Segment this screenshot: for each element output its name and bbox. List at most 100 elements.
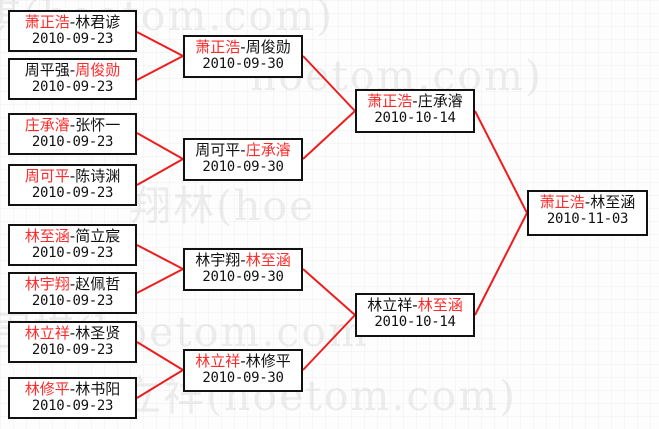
connector-r2m2-to-sf1	[302, 110, 356, 160]
match-date: 2010-09-23	[31, 79, 114, 96]
player-winner: 周可平	[24, 167, 70, 185]
player-loser: 林君谚	[75, 13, 121, 31]
separator: -	[240, 251, 246, 269]
separator: -	[240, 38, 246, 56]
match-date: 2010-09-30	[202, 269, 284, 286]
match-players: 庄承濬-张怀一	[10, 116, 135, 134]
player-loser: 张怀一	[75, 116, 121, 134]
match-players: 林立祥-林修平	[185, 352, 301, 370]
match-box-r1-m7[interactable]: 林立祥-林圣贤 2010-09-23	[8, 321, 137, 363]
match-players: 林修平-林书阳	[10, 380, 135, 398]
player-winner: 林至涵	[245, 251, 291, 269]
match-box-r2-m3[interactable]: 林宇翔-林至涵 2010-09-30	[183, 248, 303, 291]
player-winner: 萧正浩	[367, 92, 413, 110]
player-winner: 周俊勋	[75, 61, 121, 79]
match-players: 林立祥-林圣贤	[10, 324, 135, 342]
match-date: 2010-09-30	[202, 56, 284, 73]
player-loser: 林宇翔	[195, 251, 241, 269]
match-box-r1-m2[interactable]: 周平强-周俊勋 2010-09-23	[8, 58, 137, 100]
connector-r1m1-to-r2m1	[136, 31, 184, 57]
match-box-r1-m1[interactable]: 萧正浩-林君谚 2010-09-23	[8, 10, 137, 52]
player-loser: 林修平	[245, 352, 291, 370]
player-loser: 周俊勋	[245, 38, 291, 56]
player-winner: 林修平	[24, 380, 70, 398]
match-players: 林宇翔-林至涵	[185, 251, 301, 269]
match-date: 2010-09-30	[202, 159, 284, 176]
player-loser: 林至涵	[590, 193, 636, 211]
connector-sf1-to-final	[474, 110, 528, 214]
match-date: 2010-10-14	[374, 314, 456, 331]
match-date: 2010-09-23	[31, 185, 114, 202]
player-winner: 林至涵	[417, 296, 463, 314]
player-winner: 林立祥	[24, 324, 70, 342]
player-winner: 萧正浩	[539, 193, 585, 211]
match-date: 2010-09-23	[31, 134, 114, 151]
match-box-r1-m6[interactable]: 林宇翔-赵佩哲 2010-09-23	[8, 272, 137, 314]
player-loser: 林立祥	[367, 296, 413, 314]
separator: -	[412, 92, 418, 110]
player-loser: 陈诗渊	[75, 167, 121, 185]
match-date: 2010-11-03	[546, 211, 629, 228]
match-box-r1-m8[interactable]: 林修平-林书阳 2010-09-23	[8, 377, 137, 419]
player-loser: 林圣贤	[75, 324, 121, 342]
match-box-r2-m1[interactable]: 萧正浩-周俊勋 2010-09-30	[183, 35, 303, 78]
player-winner: 林至涵	[24, 227, 70, 245]
match-box-sf-m2[interactable]: 林立祥-林至涵 2010-10-14	[355, 293, 475, 337]
player-loser: 简立宸	[75, 227, 121, 245]
player-loser: 周可平	[195, 141, 241, 159]
match-players: 林立祥-林至涵	[357, 296, 473, 314]
match-box-r2-m2[interactable]: 周可平-庄承濬 2010-09-30	[183, 138, 303, 181]
player-winner: 庄承濬	[24, 116, 70, 134]
player-winner: 林立祥	[195, 352, 241, 370]
connector-r1m6-to-r2m3	[136, 268, 184, 294]
separator: -	[584, 193, 591, 211]
separator: -	[69, 61, 76, 79]
separator: -	[240, 352, 246, 370]
match-date: 2010-09-23	[31, 31, 114, 48]
connector-r2m3-to-sf2	[302, 268, 356, 316]
player-winner: 庄承濬	[245, 141, 291, 159]
match-box-r1-m3[interactable]: 庄承濬-张怀一 2010-09-23	[8, 113, 137, 155]
match-box-sf-m1[interactable]: 萧正浩-庄承濬 2010-10-14	[355, 89, 475, 133]
match-players: 周可平-陈诗渊	[10, 167, 135, 185]
connector-r1m4-to-r2m2	[136, 158, 184, 186]
match-date: 2010-09-30	[202, 370, 284, 387]
match-players: 周平强-周俊勋	[10, 61, 135, 79]
separator: -	[69, 380, 76, 398]
connector-r1m2-to-r2m1	[136, 55, 184, 81]
connector-r1m5-to-r2m3	[136, 244, 184, 270]
player-loser: 林书阳	[75, 380, 121, 398]
connector-r2m4-to-sf2	[302, 314, 356, 371]
connector-r1m7-to-r2m4	[136, 341, 184, 371]
match-players: 林至涵-简立宸	[10, 227, 135, 245]
match-date: 2010-09-23	[31, 398, 114, 415]
separator: -	[69, 275, 76, 293]
separator: -	[69, 13, 76, 31]
separator: -	[69, 167, 76, 185]
connector-sf2-to-final	[474, 212, 528, 316]
player-winner: 萧正浩	[195, 38, 241, 56]
match-box-r1-m4[interactable]: 周可平-陈诗渊 2010-09-23	[8, 164, 137, 206]
separator: -	[69, 324, 76, 342]
player-loser: 赵佩哲	[75, 275, 121, 293]
connector-r1m8-to-r2m4	[136, 369, 184, 399]
match-box-final[interactable]: 萧正浩-林至涵 2010-11-03	[527, 190, 648, 236]
match-date: 2010-09-23	[31, 342, 114, 359]
match-box-r1-m5[interactable]: 林至涵-简立宸 2010-09-23	[8, 224, 137, 266]
connector-r2m1-to-sf1	[302, 55, 356, 112]
player-loser: 周平强	[24, 61, 70, 79]
match-players: 萧正浩-林君谚	[10, 13, 135, 31]
match-date: 2010-09-23	[31, 293, 114, 310]
match-players: 周可平-庄承濬	[185, 141, 301, 159]
separator: -	[69, 227, 76, 245]
separator: -	[412, 296, 418, 314]
match-players: 萧正浩-林至涵	[529, 193, 646, 211]
player-winner: 林宇翔	[24, 275, 70, 293]
match-players: 萧正浩-庄承濬	[357, 92, 473, 110]
separator: -	[240, 141, 246, 159]
separator: -	[69, 116, 76, 134]
player-loser: 庄承濬	[417, 92, 463, 110]
match-box-r2-m4[interactable]: 林立祥-林修平 2010-09-30	[183, 349, 303, 392]
